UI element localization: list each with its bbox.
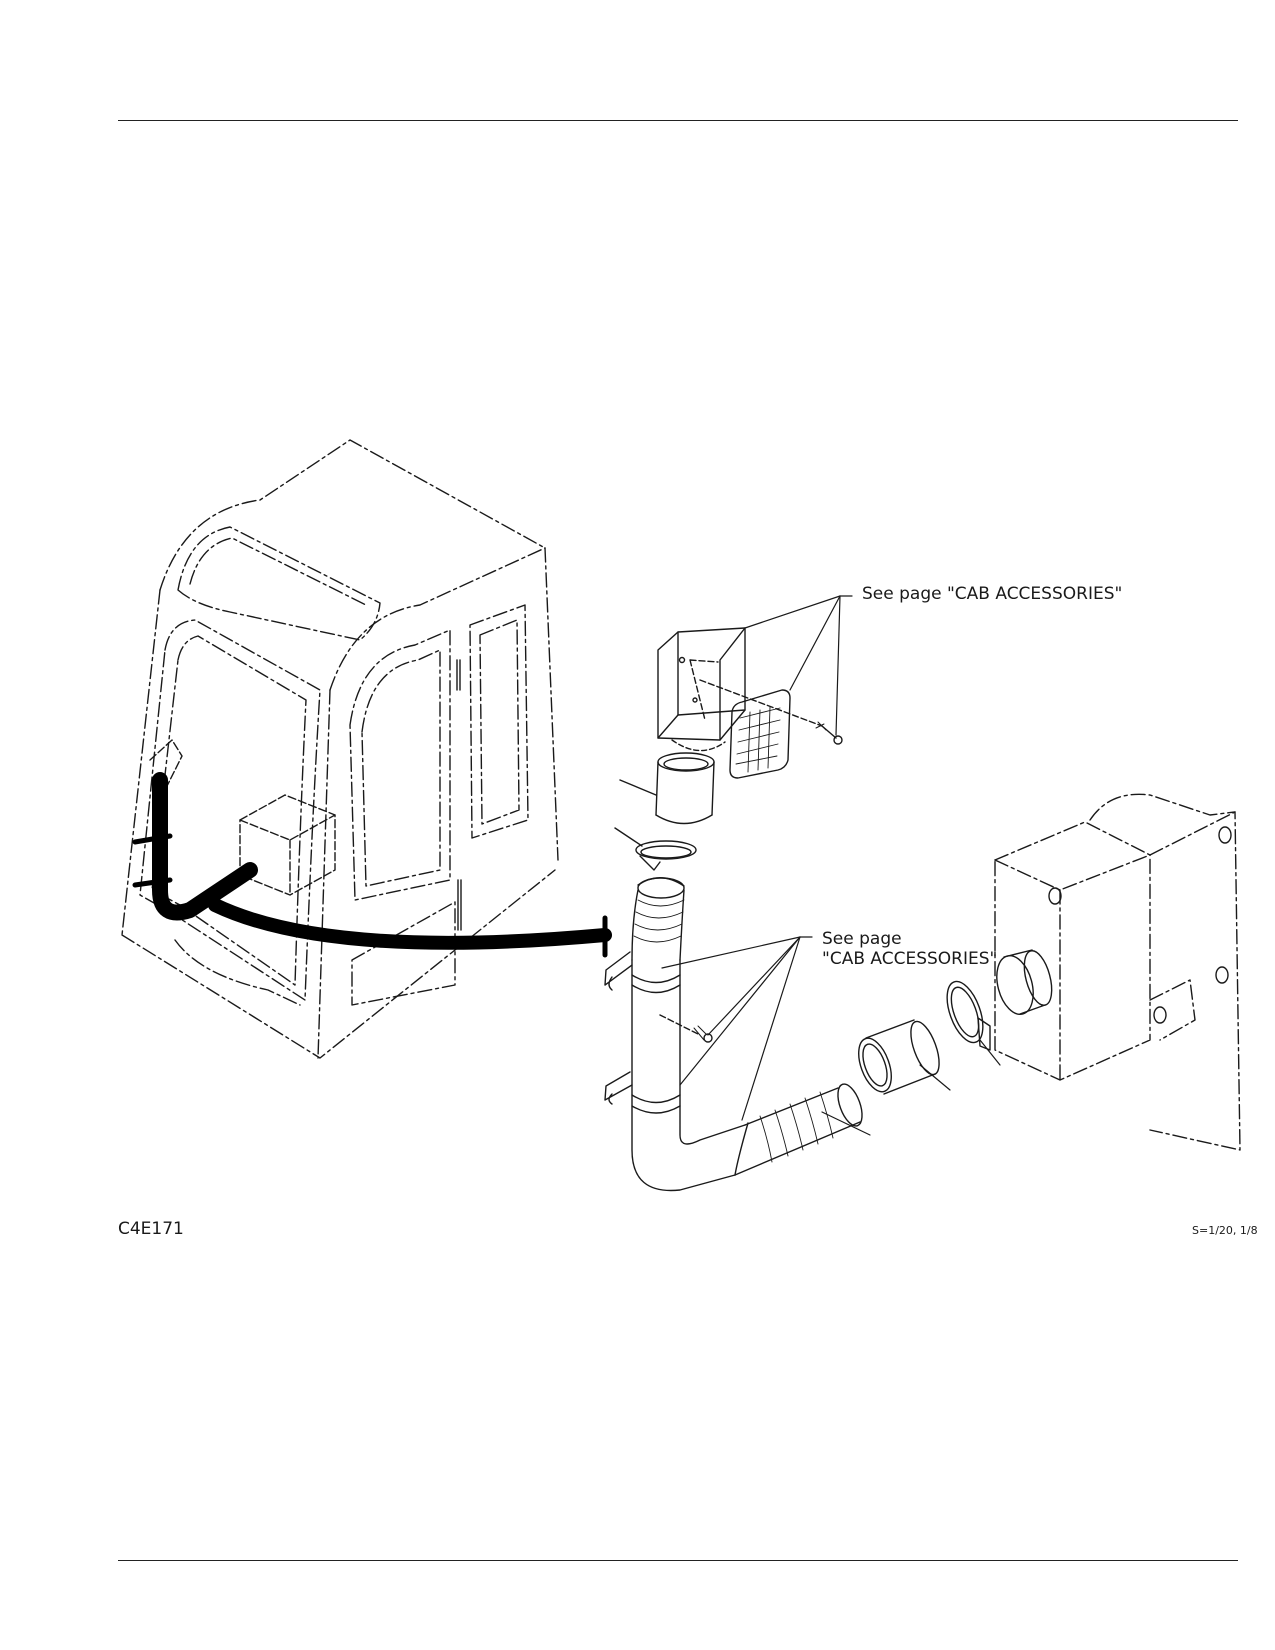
figure-code: C4E171 <box>118 1219 184 1239</box>
vent-louver-icon <box>614 627 843 871</box>
blower-unit-icon <box>994 793 1241 1151</box>
callout-see-page-bottom: See page "CAB ACCESSORIES" <box>822 929 997 969</box>
callout-line-2: "CAB ACCESSORIES" <box>822 949 998 969</box>
callout-see-page-top: See page "CAB ACCESSORIES" <box>862 584 1123 604</box>
blower-details <box>996 826 1232 1024</box>
header-rule <box>118 120 1238 121</box>
callout-line-1: See page <box>822 929 902 949</box>
hose-clamp-icon <box>821 1039 1001 1136</box>
air-duct-icon <box>604 877 991 1192</box>
footer-rule <box>118 1560 1238 1561</box>
callout-leader-top <box>744 595 853 736</box>
callout-leader-bottom <box>661 936 813 1121</box>
cab-icon <box>121 439 612 1059</box>
figure-scale: S=1/20, 1/8 <box>1192 1224 1258 1237</box>
